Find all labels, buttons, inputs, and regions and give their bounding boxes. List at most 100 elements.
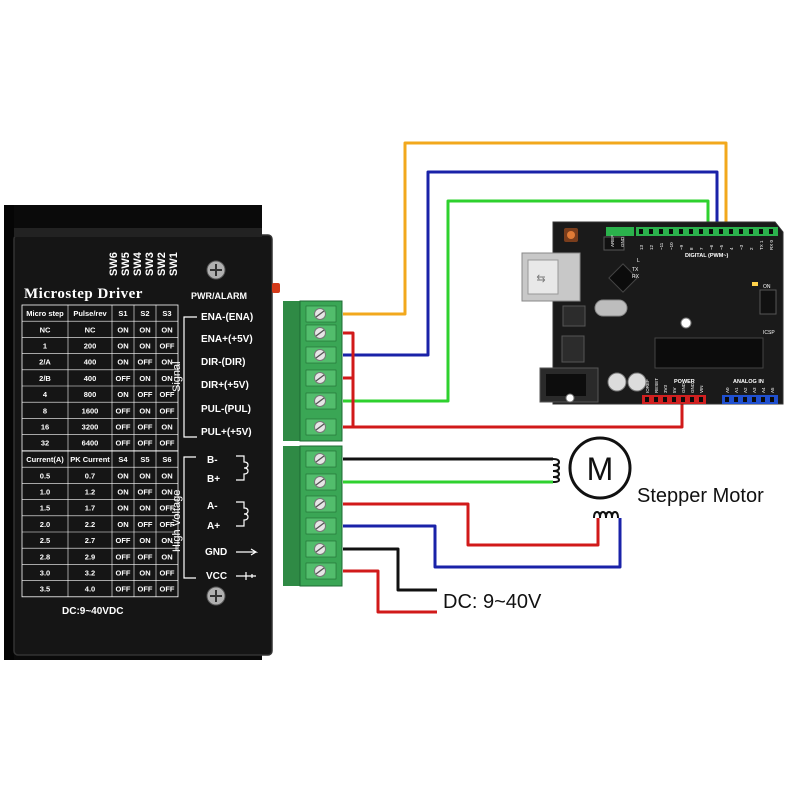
terminal-label-b-plus: B+ — [207, 474, 220, 485]
power-pin-socket — [645, 397, 649, 402]
current-table-cell: OFF — [116, 585, 131, 594]
wire-red-vcc — [343, 569, 437, 614]
terminal-blocks — [283, 300, 343, 587]
coil-b-mark-icon — [236, 455, 249, 481]
current-table-cell: 1.2 — [85, 488, 95, 497]
digital-pin-socket — [659, 229, 663, 234]
vcc-arrow-icon — [236, 572, 256, 580]
micro-table-cell: OFF — [116, 406, 131, 415]
digital-pin-socket — [749, 229, 753, 234]
current-table-cell: 2.2 — [85, 520, 95, 529]
micro-table-cell: ON — [117, 325, 128, 334]
power-pin-label: GND — [681, 382, 686, 393]
micro-table-cell: OFF — [116, 374, 131, 383]
digital-pin-socket — [649, 229, 653, 234]
wire-red-a-minus — [343, 502, 600, 547]
current-table-cell: 2.0 — [40, 520, 50, 529]
current-table-cell: 2.5 — [40, 536, 50, 545]
current-table-cell: ON — [139, 536, 150, 545]
atmega-chip — [654, 337, 764, 369]
micro-table-cell: 2/B — [39, 374, 51, 383]
digital-pin-socket — [729, 229, 733, 234]
current-table-cell: OFF — [138, 488, 153, 497]
micro-table-cell: 4 — [43, 390, 48, 399]
switch-label-4: SW2 — [156, 252, 168, 276]
terminal-block — [299, 445, 343, 587]
digital-pin-label: 13 — [639, 244, 644, 250]
wire-blue-a-plus — [343, 518, 622, 569]
capacitor-1 — [607, 372, 627, 392]
current-table-cell: 2.8 — [40, 552, 50, 561]
micro-table-cell: 6400 — [82, 439, 99, 448]
current-table-header-cell: S6 — [162, 455, 171, 464]
signal-terminal-labels: ENA-(ENA) ENA+(+5V) DIR-(DIR) DIR+(+5V) … — [201, 312, 253, 438]
switch-header: SW6 SW5 SW4 SW3 SW2 SW1 — [108, 251, 180, 276]
analog-pin-label: A3 — [752, 387, 757, 393]
power-pin-socket — [654, 397, 658, 402]
analog-header — [722, 395, 778, 404]
screw-bottom-icon — [206, 586, 226, 606]
digital-pin-label: ~10 — [669, 242, 674, 250]
supply-label: DC: 9~40V — [443, 591, 542, 613]
current-table-header-cell: PK Current — [70, 455, 110, 464]
current-table-border — [21, 450, 179, 598]
micro-table-cell: ON — [117, 342, 128, 351]
micro-table-cell: OFF — [138, 358, 153, 367]
power-pin-socket — [681, 397, 685, 402]
analog-pin-label: A0 — [725, 387, 730, 393]
terminal-label-a-plus: A+ — [207, 521, 220, 532]
current-table-cell: OFF — [138, 520, 153, 529]
stepper-motor: M Stepper Motor — [568, 436, 764, 507]
power-pin-label: IOREF — [645, 379, 650, 393]
tx-led-label: TX — [632, 267, 639, 273]
analog-pin-label: A1 — [734, 387, 739, 393]
on-led — [752, 282, 758, 286]
terminal-label-dir-minus: DIR-(DIR) — [201, 357, 245, 368]
pwr-alarm-led — [272, 283, 280, 293]
pwr-alarm-label: PWR/ALARM — [191, 291, 247, 301]
terminal-screw-slot — [315, 374, 325, 382]
micro-table-cell: 400 — [84, 374, 97, 383]
micro-table-header-cell: S1 — [118, 309, 127, 318]
terminal-screw-slot — [315, 397, 325, 405]
terminal-screw-slot — [315, 567, 325, 575]
analog-pin-socket — [752, 397, 756, 402]
micro-table-cell: OFF — [138, 439, 153, 448]
motor-symbol-letter: M — [587, 451, 614, 487]
analog-pin-socket — [743, 397, 747, 402]
digital-pin-socket — [699, 229, 703, 234]
terminal-label-gnd: GND — [205, 547, 227, 558]
switch-label-1: SW5 — [120, 252, 132, 276]
switch-label-5: SW1 — [168, 252, 180, 276]
switch-label-2: SW4 — [132, 251, 144, 276]
mount-hole-1 — [680, 317, 692, 329]
wire-black-gnd — [343, 547, 437, 592]
current-table-cell: OFF — [160, 569, 175, 578]
digital-pin-socket — [769, 229, 773, 234]
usb-chip — [608, 263, 638, 293]
terminal-label-a-minus: A- — [207, 501, 218, 512]
icsp-header-2 — [603, 236, 625, 251]
terminal-label-ena-plus: ENA+(+5V) — [201, 334, 253, 345]
micro-table-header-cell: S3 — [162, 309, 171, 318]
power-terminal-labels: B- B+ A- A+ GND VCC — [205, 455, 227, 582]
micro-table-cell: ON — [117, 390, 128, 399]
micro-table-cell: 3200 — [82, 423, 99, 432]
signal-bracket — [183, 316, 197, 438]
wires — [343, 141, 728, 614]
stepper-driver: SW6 SW5 SW4 SW3 SW2 SW1 Microstep Driver… — [4, 205, 280, 660]
micro-table-cell: OFF — [138, 423, 153, 432]
analog-label: ANALOG IN — [733, 379, 764, 385]
micro-table-cell: ON — [139, 374, 150, 383]
current-table-cell: 3.5 — [40, 585, 50, 594]
current-table-cell: ON — [161, 552, 172, 561]
micro-table-cell: 800 — [84, 390, 97, 399]
digital-pin-label: ~9 — [679, 244, 684, 250]
terminal-screw-slot — [315, 310, 325, 318]
power-label: POWER — [674, 379, 695, 385]
motor-coils — [552, 458, 619, 519]
driver-top-ridge — [14, 228, 262, 237]
